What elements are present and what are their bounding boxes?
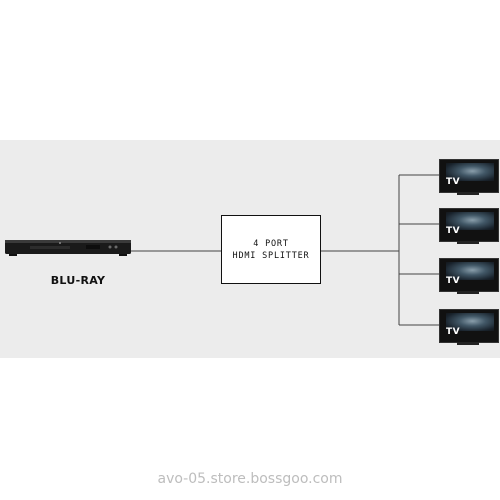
- hdmi-splitter-box: 4 PORT HDMI SPLITTER: [221, 215, 321, 284]
- source-label: BLU-RAY: [50, 274, 106, 287]
- splitter-label-line2: HDMI SPLITTER: [232, 250, 310, 261]
- tv-output-1: TV: [439, 159, 499, 195]
- tv-icon: TV: [439, 258, 499, 292]
- tv-label: TV: [446, 226, 461, 236]
- tv-label: TV: [446, 276, 461, 286]
- tv-label: TV: [446, 177, 461, 187]
- tv-output-4: TV: [439, 309, 499, 345]
- tv-output-2: TV: [439, 208, 499, 244]
- tv-icon: TV: [439, 159, 499, 193]
- watermark: avo-05.store.bossgoo.com: [157, 471, 343, 487]
- splitter-label-line1: 4 PORT: [253, 238, 289, 249]
- tv-icon: TV: [439, 208, 499, 242]
- tv-output-3: TV: [439, 258, 499, 294]
- tv-icon: TV: [439, 309, 499, 343]
- tv-label: TV: [446, 327, 461, 337]
- blu-ray-player-icon: [5, 240, 131, 256]
